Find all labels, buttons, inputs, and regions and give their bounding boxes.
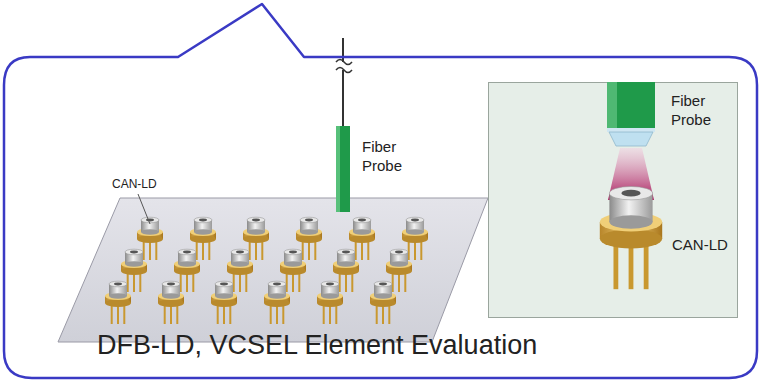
part-label: CAN-LD [112,177,157,191]
sample-plate [58,198,488,342]
fiber-probe [336,38,352,212]
can-ld-array [105,217,428,324]
leader-line [138,194,150,224]
caption-text: DFB-LD, VCSEL Element Evaluation [97,330,537,361]
part-label: Fiber Probe [671,92,731,130]
part-label: Fiber Probe [362,138,422,176]
detail-panel: Fiber ProbeCAN-LD [488,82,738,318]
part-label: CAN-LD [672,236,728,253]
